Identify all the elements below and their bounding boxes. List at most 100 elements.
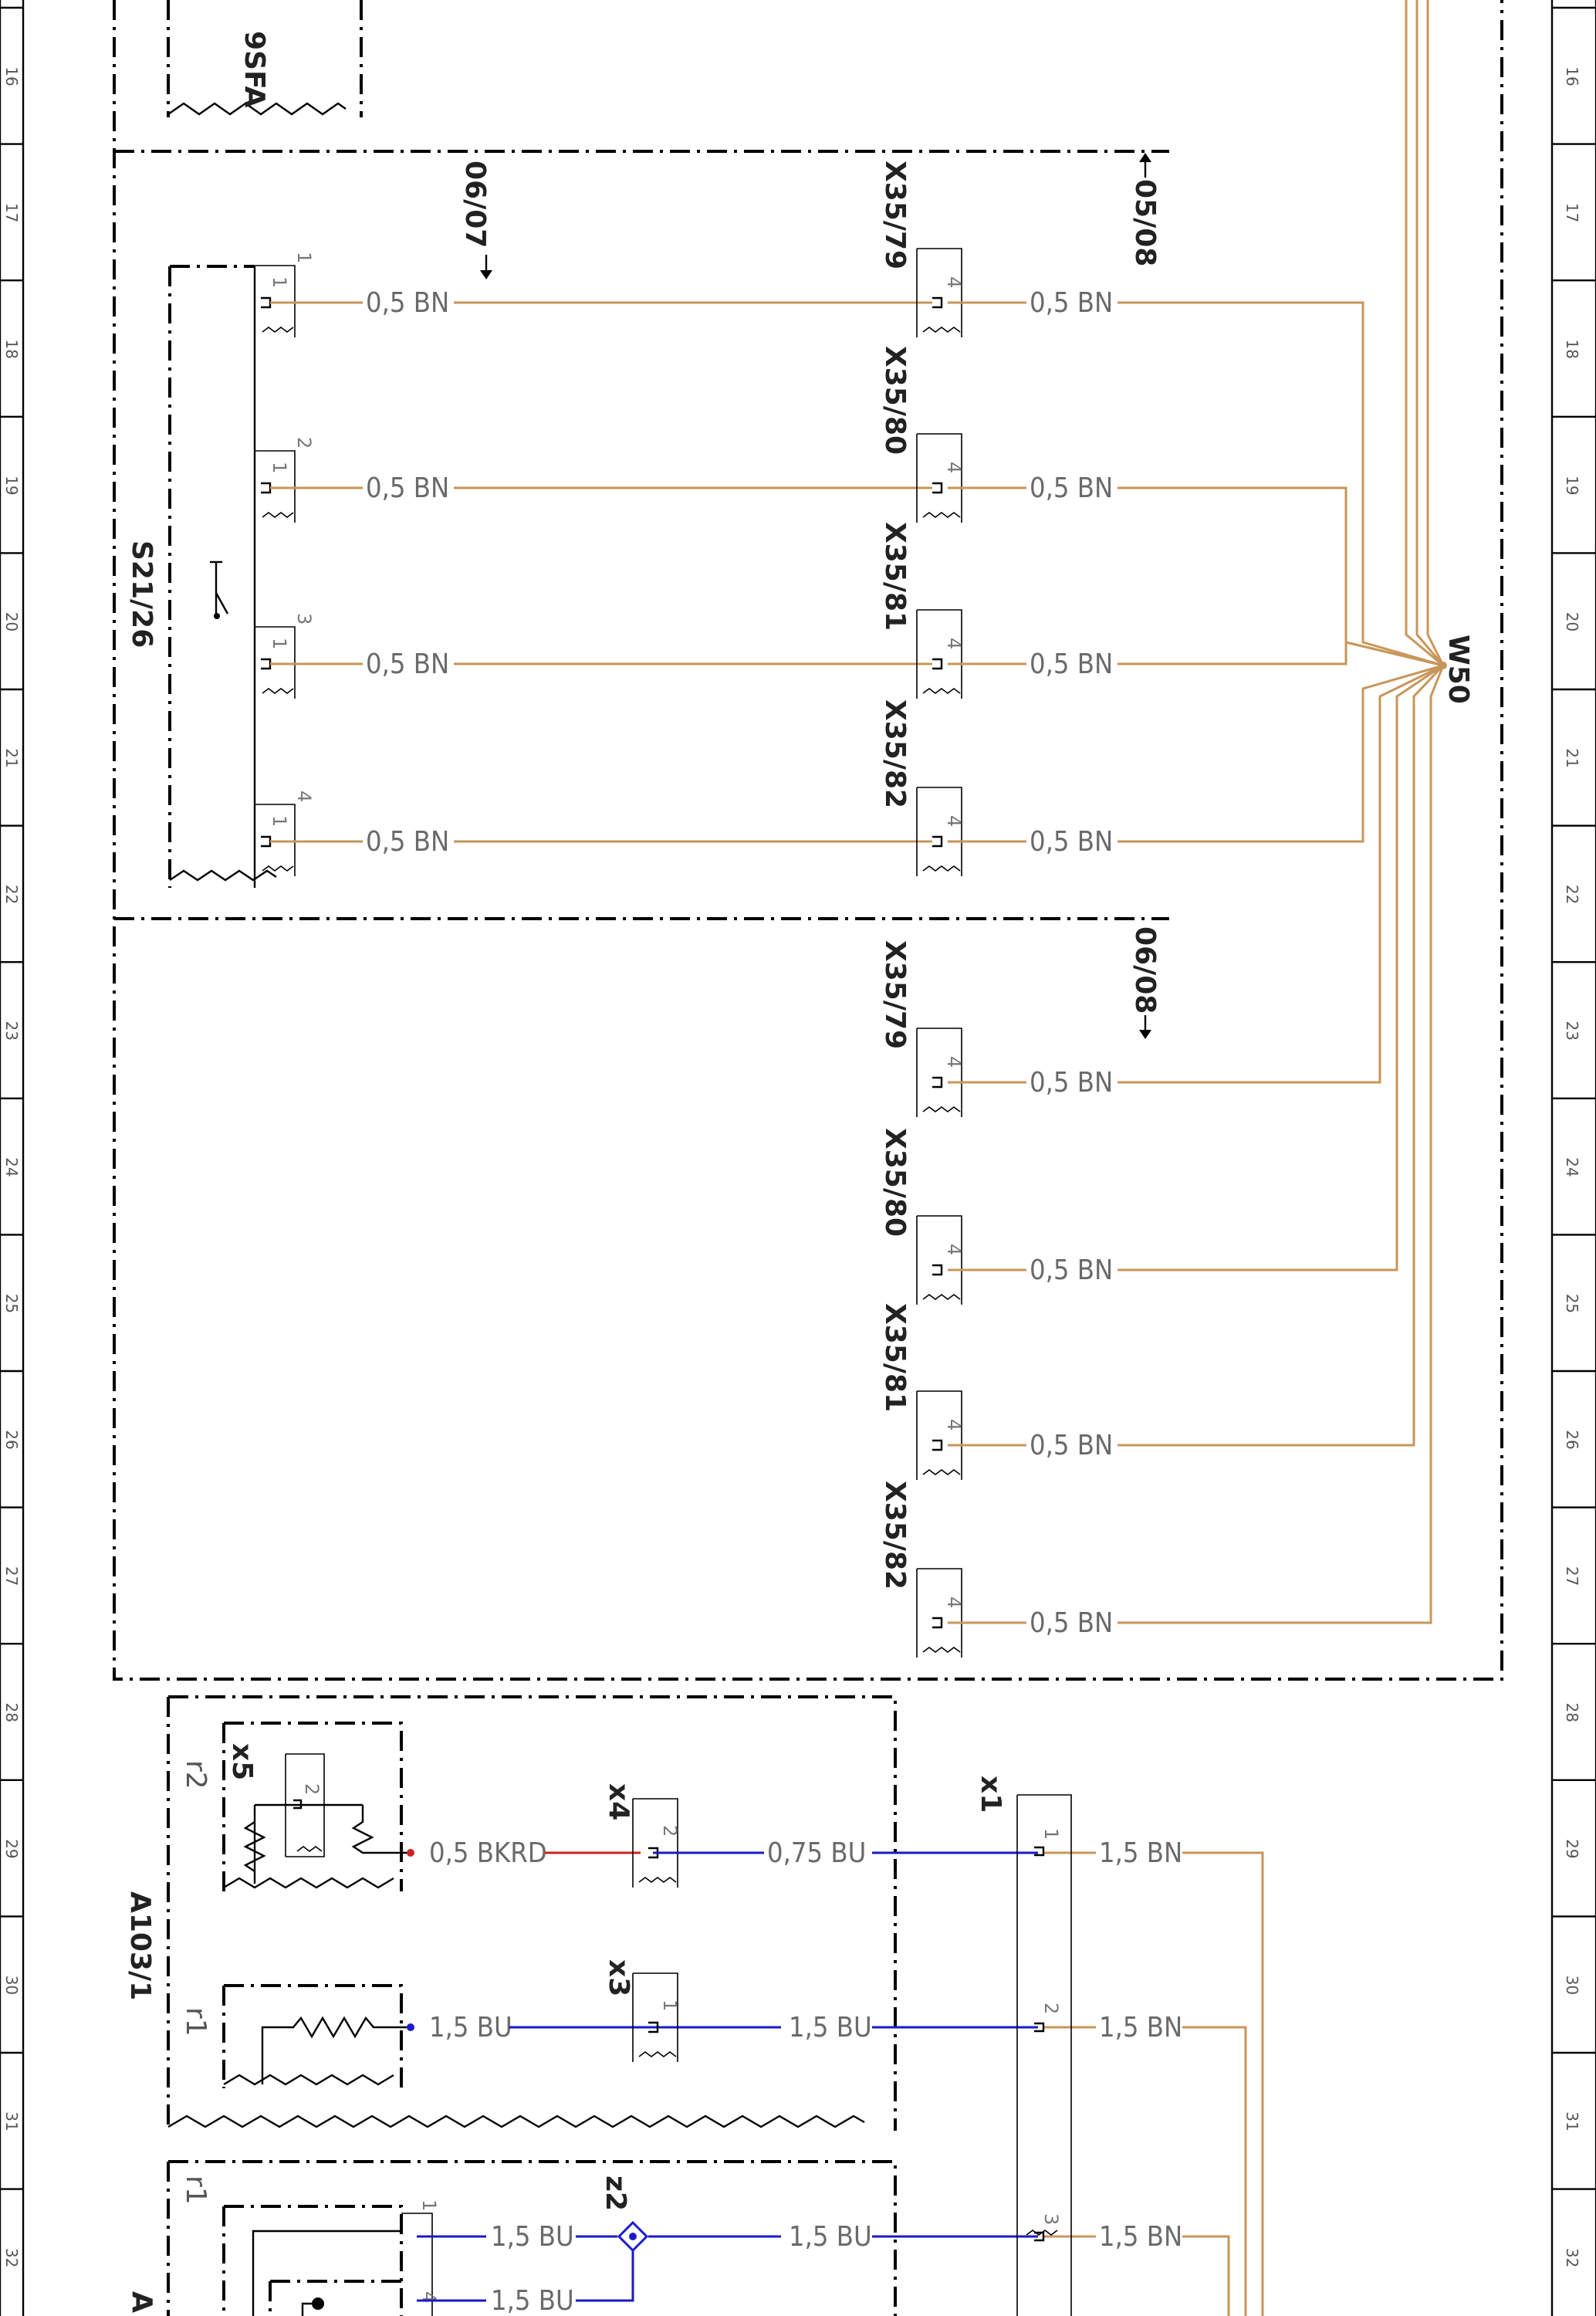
connector-wave: [638, 2051, 677, 2057]
switch-pin-inner: 1: [269, 276, 290, 288]
connector-frame: [917, 1568, 962, 1657]
component-label-s21-26: S21/26: [126, 540, 157, 648]
component-a103-1[interactable]: A103/1 r2 x5 2 r1: [124, 1695, 897, 2131]
connector-label-x4: x4: [603, 1783, 634, 1820]
connector-frame: [917, 787, 962, 876]
ruler-label: 28: [1563, 1703, 1581, 1722]
connector-wave: [922, 327, 961, 333]
wire-label: 0,5 BN: [366, 826, 449, 858]
connector-x1[interactable]: x1 1 2 3: [975, 1776, 1072, 2316]
w50-branch: [1118, 664, 1444, 843]
connector-label: X35/80: [879, 346, 911, 455]
connector-pin-number: 2: [659, 1825, 681, 1837]
ruler-label: 30: [2, 1976, 21, 1995]
connector-label-x3: x3: [603, 1959, 634, 1996]
w50-branch: [1426, 0, 1445, 666]
switch-pin-wave: [262, 688, 294, 694]
switch-pin-inner: 1: [269, 462, 290, 473]
svg-text:x1: x1: [975, 1776, 1006, 1813]
harness-w50[interactable]: W50: [1118, 0, 1474, 1624]
ruler-label: 19: [1563, 476, 1581, 495]
svg-text:3: 3: [1040, 2213, 1062, 2225]
sub-r1[interactable]: r1: [180, 1984, 414, 2088]
connector-pin-symbol: [932, 296, 943, 309]
connector-pin-number: 1: [659, 1999, 681, 2011]
component-label-a103-1: A103/1: [124, 1891, 156, 2000]
switch-pin-frame: [255, 626, 296, 699]
connector-frame: [917, 609, 962, 699]
svg-text:05/08: 05/08: [1129, 179, 1161, 266]
connector-label: X35/80: [879, 1128, 911, 1237]
connector-wave: [922, 1294, 961, 1300]
ref-06-07[interactable]: 06/07: [459, 161, 492, 279]
ruler-label: 28: [2, 1703, 21, 1722]
wire-label: 1,5 BU: [429, 2012, 512, 2043]
wire-label: 0,5 BN: [1030, 1254, 1113, 1286]
w50-branch: [1118, 664, 1444, 1084]
w50-branch: [1118, 486, 1444, 667]
sub-r2-x5[interactable]: r2 x5 2: [180, 1722, 414, 1891]
ruler-label: 25: [2, 1294, 21, 1313]
switch-pin-symbol: [261, 482, 272, 494]
switch-pin-symbol: [261, 835, 272, 848]
ruler-label: 29: [2, 1839, 21, 1858]
connector-frame: [633, 1972, 678, 2062]
connector-frame: [917, 1390, 962, 1480]
ruler-label: 31: [2, 2111, 21, 2131]
ref-06-08[interactable]: 06/08: [1129, 926, 1161, 1039]
wire-label: 1,5 BN: [1099, 1837, 1182, 1869]
connector-wave: [922, 1647, 961, 1653]
outer-frame: [113, 0, 1503, 1681]
connector-pin-symbol: [932, 1439, 943, 1451]
ruler-label: 27: [2, 1566, 21, 1586]
connector-wave: [922, 688, 961, 694]
wire-bu: [576, 2250, 634, 2302]
switch-pin-symbol: [261, 658, 272, 670]
switch-pin-number: 3: [293, 613, 315, 625]
connector-pin-number: 4: [943, 462, 965, 473]
wire-label: 1,5 BN: [1099, 2221, 1182, 2253]
connector-wave: [922, 512, 961, 518]
ruler-label: 26: [2, 1430, 21, 1449]
wire-label: 0,5 BN: [366, 648, 449, 680]
ref-05-08[interactable]: 05/08: [1129, 153, 1161, 266]
connector-pin-number: 4: [943, 1244, 965, 1255]
switch-pin-inner: 1: [269, 815, 290, 827]
component-a-partial[interactable]: r1 A: [126, 2160, 897, 2316]
ruler-label: 16: [2, 66, 21, 86]
connector-wave: [922, 1106, 961, 1112]
connector-pin-symbol: [932, 482, 943, 494]
wire-bn: [1182, 1851, 1264, 2316]
w50-branch: [1118, 641, 1444, 667]
wire-label: 0,5 BN: [1030, 1430, 1113, 1461]
ruler-label: 29: [1563, 1839, 1581, 1858]
connector-label: X35/79: [879, 161, 911, 269]
w50-branch: [1118, 665, 1445, 1624]
connector-frame: [917, 433, 962, 523]
connector-wave: [922, 865, 961, 872]
component-s21-26[interactable]: S21/26: [126, 265, 277, 888]
wire-bn: [1182, 2235, 1230, 2316]
wire-label: 0,5 BN: [366, 472, 449, 504]
ruler-label: 25: [1563, 1294, 1581, 1313]
svg-text:r2: r2: [180, 1760, 211, 1789]
ruler-label: 23: [2, 1021, 21, 1041]
component-label-w50: W50: [1442, 635, 1474, 704]
ruler-label: 16: [1563, 66, 1581, 86]
pin-number: 1: [418, 2199, 440, 2211]
ruler-label: 20: [1563, 612, 1581, 631]
ruler-label: 18: [1563, 340, 1581, 359]
connector-pin-number: 4: [943, 276, 965, 288]
connector-label: X35/82: [879, 1481, 911, 1590]
